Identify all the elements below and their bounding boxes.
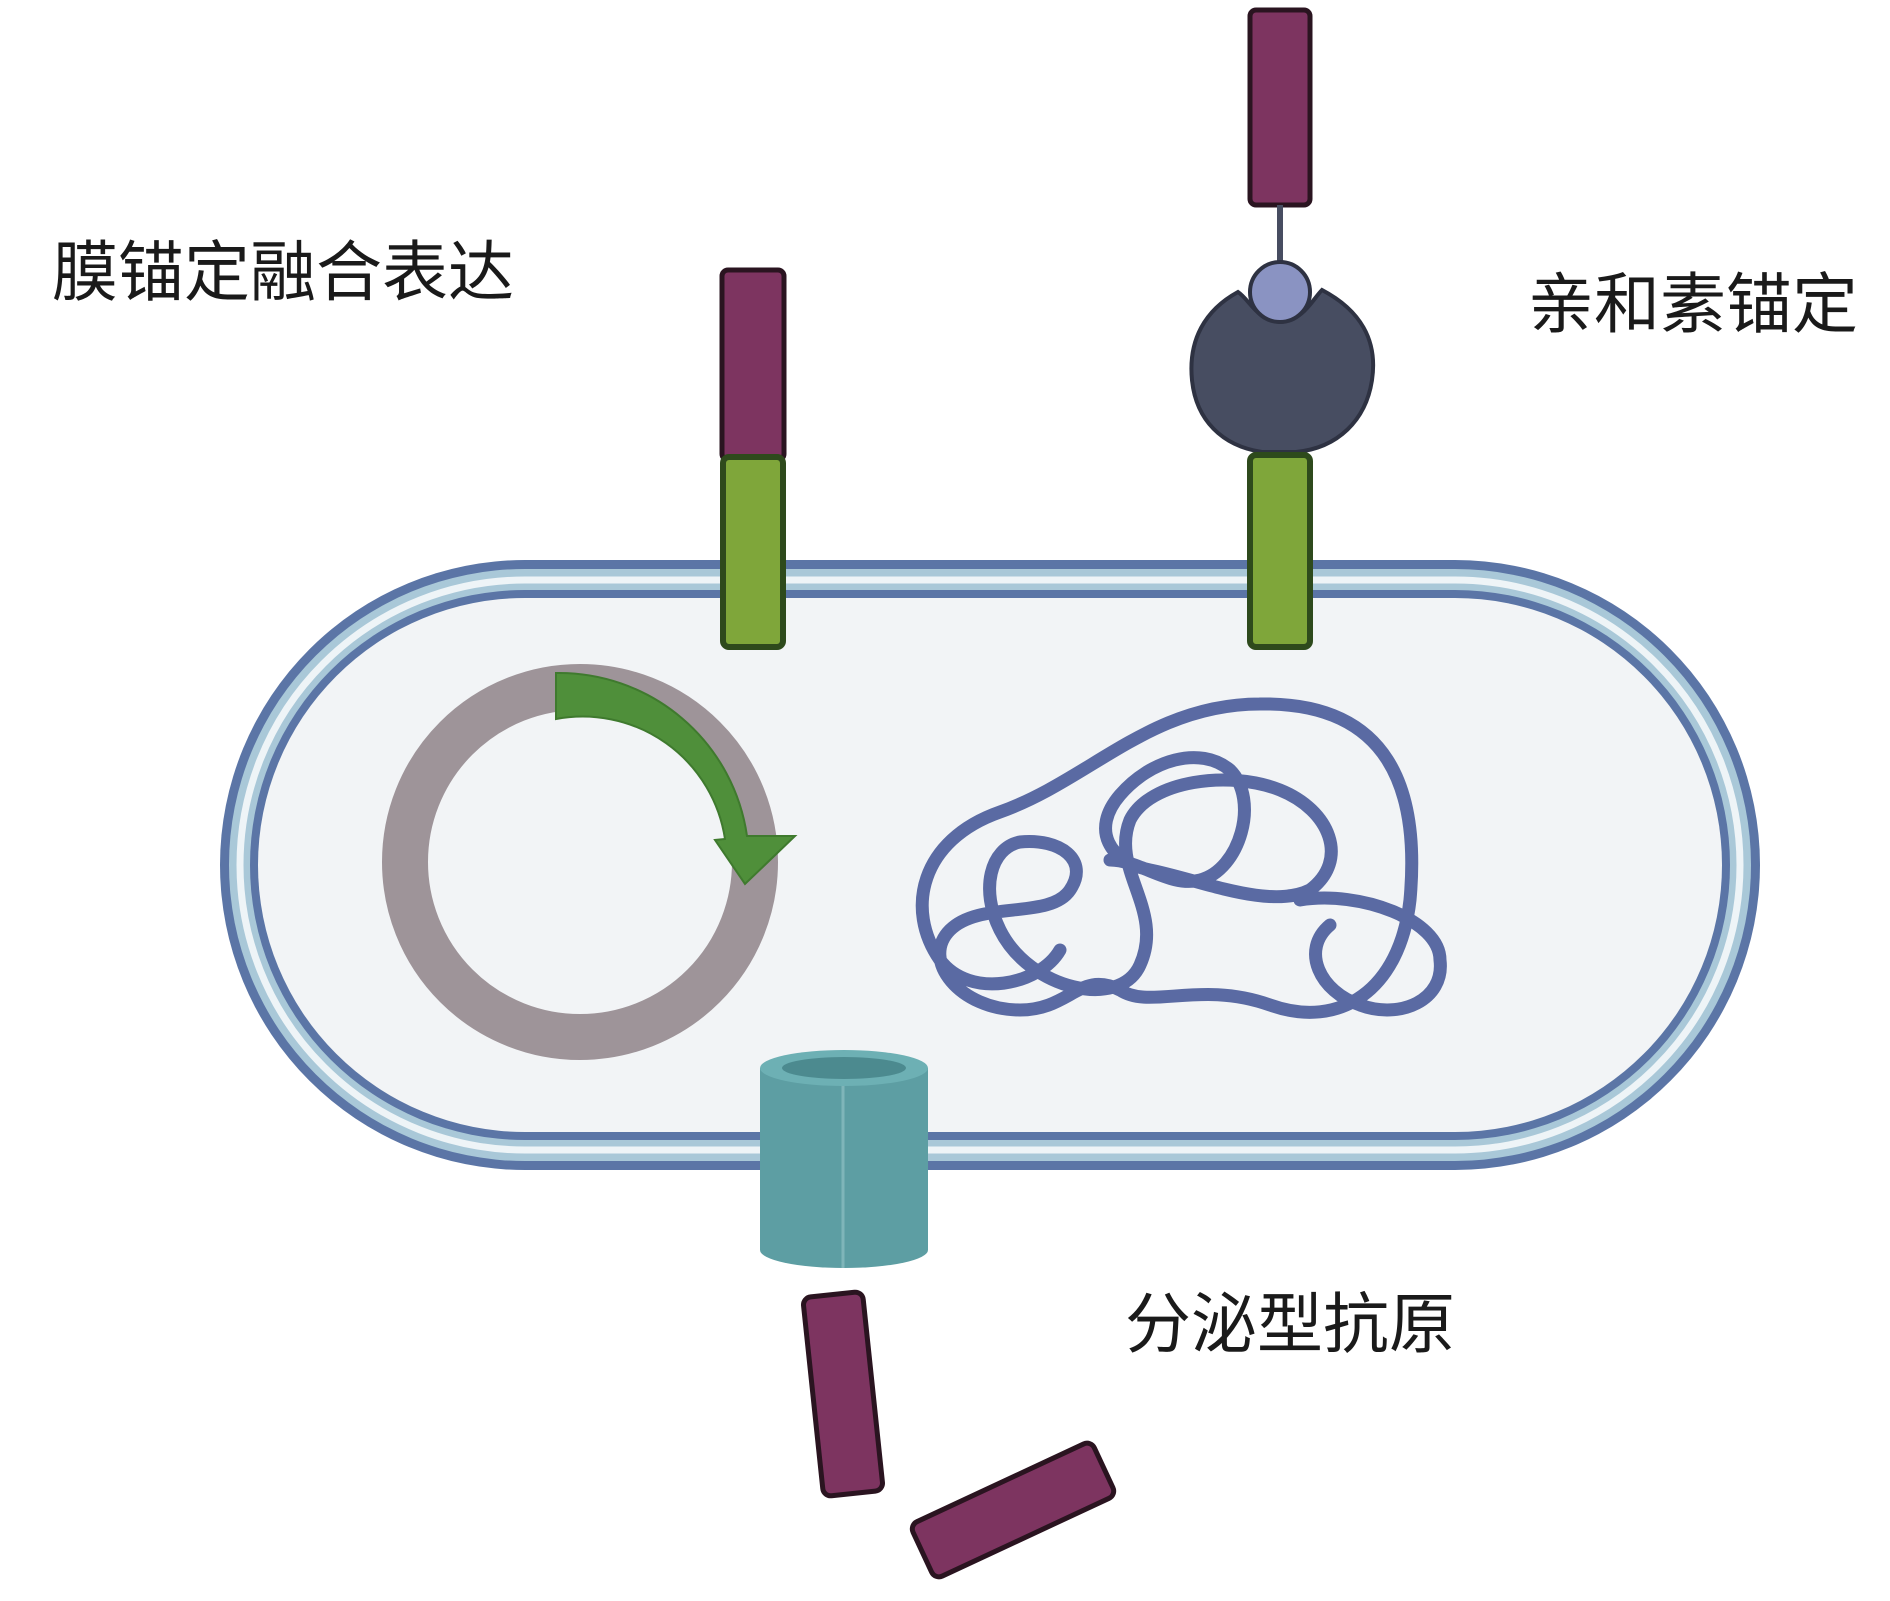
cell-middle-line [236, 576, 1744, 1154]
chromosome-dna [915, 697, 1447, 1019]
label-secreted-antigen: 分泌型抗原 [1125, 1286, 1455, 1363]
plasmid-gene-arrow [555, 671, 798, 886]
anchor-protein-right [1247, 452, 1313, 650]
channel-top-hole [782, 1057, 906, 1079]
label-avidin-anchor: 亲和素锚定 [1528, 266, 1858, 343]
secretion-channel [760, 1050, 928, 1268]
plasmid [382, 664, 798, 1060]
secreted-antigens [801, 1289, 1117, 1580]
antigen-fused [719, 267, 787, 463]
antigen-biotinylated [1247, 7, 1313, 208]
avidin-anchor-complex [1189, 7, 1376, 650]
secreted-antigen-1 [801, 1289, 885, 1499]
membrane-fusion-complex [719, 267, 787, 650]
secreted-antigen-2 [909, 1440, 1117, 1580]
biotin-ball [1248, 260, 1312, 324]
label-membrane-fusion: 膜锚定融合表达 [52, 234, 514, 311]
anchor-protein-left [720, 454, 786, 650]
